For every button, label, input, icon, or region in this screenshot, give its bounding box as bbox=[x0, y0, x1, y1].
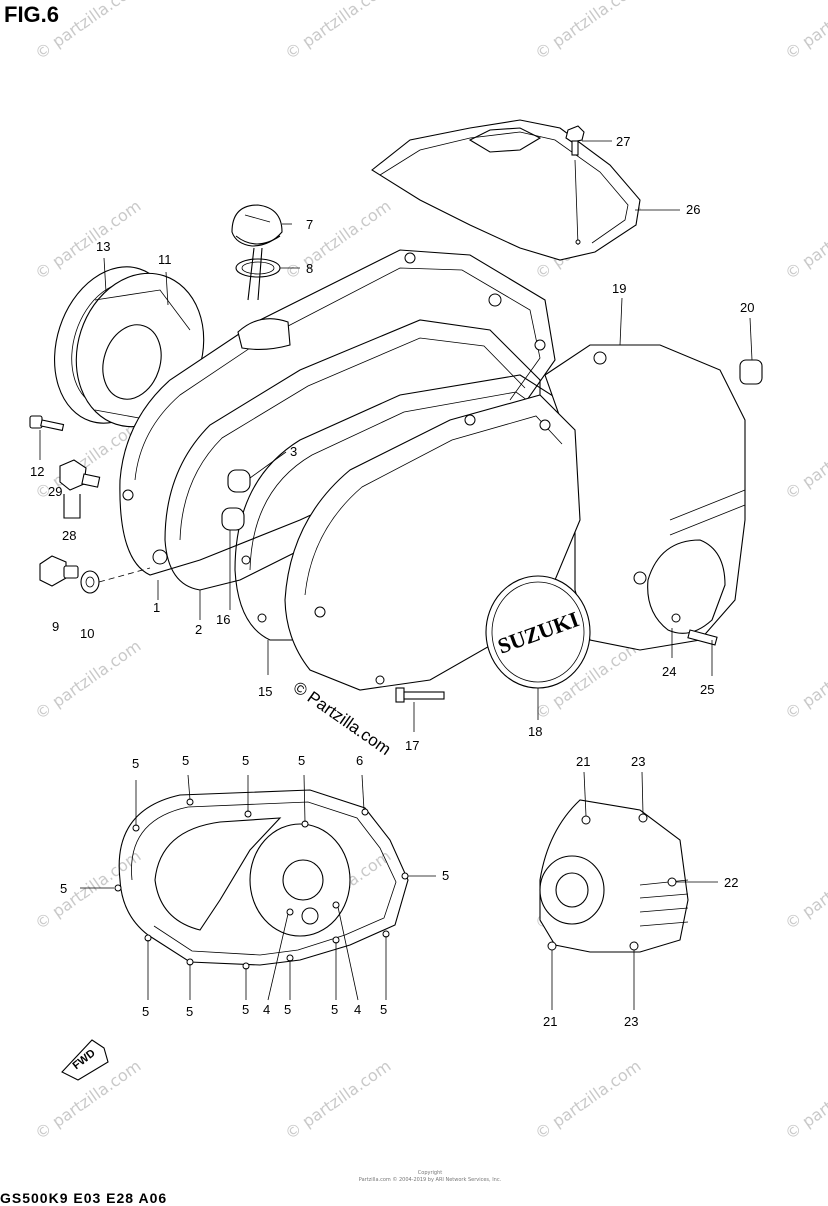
watermark: © partzilla.com bbox=[531, 0, 644, 63]
callouts: 27 26 7 8 13 11 19 20 12 3 29 28 9 10 1 … bbox=[30, 134, 754, 1029]
callout-11: 11 bbox=[158, 252, 172, 267]
callout-8: 8 bbox=[306, 261, 313, 276]
center-watermark: © Partzilla.com bbox=[290, 678, 395, 759]
suzuki-badge: SUZUKI bbox=[485, 575, 591, 689]
callout-27: 27 bbox=[616, 134, 630, 149]
watermark: © partzilla.com bbox=[531, 1056, 644, 1143]
part-29-switch bbox=[59, 459, 101, 491]
copyright-line-1: Copyright bbox=[417, 1170, 443, 1176]
callout-23: 23 bbox=[631, 754, 645, 769]
callout-19: 19 bbox=[612, 281, 626, 296]
callout-20: 20 bbox=[740, 300, 754, 315]
part-16-dowel bbox=[221, 507, 245, 531]
callout-5: 5 bbox=[380, 1002, 387, 1017]
part-27-bolt bbox=[565, 125, 585, 156]
callout-4: 4 bbox=[354, 1002, 361, 1017]
callout-28: 28 bbox=[62, 528, 76, 543]
callout-5: 5 bbox=[242, 1002, 249, 1017]
callout-3: 3 bbox=[290, 444, 297, 459]
callout-5: 5 bbox=[284, 1002, 291, 1017]
callout-10: 10 bbox=[80, 626, 94, 641]
part-9-drain-plug bbox=[39, 555, 79, 587]
callout-16: 16 bbox=[216, 612, 230, 627]
callout-21: 21 bbox=[543, 1014, 557, 1029]
callout-25: 25 bbox=[700, 682, 714, 697]
callout-5: 5 bbox=[442, 868, 449, 883]
part-3-dowel bbox=[227, 469, 251, 493]
part-25-screw bbox=[687, 629, 718, 646]
callout-5: 5 bbox=[298, 753, 305, 768]
watermark: © partzilla.com bbox=[31, 846, 144, 933]
part-15-gasket bbox=[234, 374, 581, 641]
callout-5: 5 bbox=[132, 756, 139, 771]
part-12-bolt bbox=[29, 415, 65, 432]
leader-lines bbox=[39, 140, 753, 1010]
callout-5: 5 bbox=[331, 1002, 338, 1017]
callout-9: 9 bbox=[52, 619, 59, 634]
callout-29: 29 bbox=[48, 484, 62, 499]
watermark: © partzilla.com bbox=[281, 1056, 394, 1143]
callout-5: 5 bbox=[60, 881, 67, 896]
callout-12: 12 bbox=[30, 464, 44, 479]
watermark: © partzilla.com bbox=[781, 0, 828, 63]
diagram-code: GS500K9 E03 E28 A06 bbox=[0, 1190, 168, 1206]
callout-1: 1 bbox=[153, 600, 160, 615]
watermark: © partzilla.com bbox=[781, 636, 828, 723]
part-10-washer bbox=[80, 570, 100, 594]
callout-6: 6 bbox=[356, 753, 363, 768]
watermark: © partzilla.com bbox=[781, 1056, 828, 1143]
part-7-oil-cap bbox=[231, 204, 283, 247]
callout-22: 22 bbox=[724, 875, 738, 890]
callout-5: 5 bbox=[242, 753, 249, 768]
oil-dipstick bbox=[247, 247, 263, 301]
callout-15: 15 bbox=[258, 684, 272, 699]
callout-13: 13 bbox=[96, 239, 110, 254]
watermark: © partzilla.com bbox=[781, 196, 828, 283]
callout-24: 24 bbox=[662, 664, 676, 679]
callout-21: 21 bbox=[576, 754, 590, 769]
part-1-crankcase-cover bbox=[119, 249, 556, 576]
copyright-footer: Copyright Partzilla.com © 2004-2019 by A… bbox=[355, 1170, 505, 1184]
callout-5: 5 bbox=[142, 1004, 149, 1019]
callout-7: 7 bbox=[306, 217, 313, 232]
part-6-gasket bbox=[114, 789, 409, 970]
callout-18: 18 bbox=[528, 724, 542, 739]
fwd-arrow: FWD bbox=[61, 1039, 109, 1081]
copyright-line-2: Partzilla.com © 2004-2019 by ARI Network… bbox=[358, 1177, 502, 1183]
part-17-bolt bbox=[395, 687, 445, 703]
part-21-side-cover bbox=[539, 799, 689, 953]
bracket-28 bbox=[63, 494, 81, 519]
part-20-dowel bbox=[739, 359, 763, 385]
callout-4: 4 bbox=[263, 1002, 270, 1017]
callout-23: 23 bbox=[624, 1014, 638, 1029]
watermark: © partzilla.com bbox=[781, 416, 828, 503]
callout-17: 17 bbox=[405, 738, 419, 753]
part-24-cover bbox=[647, 539, 726, 634]
part-2-gasket bbox=[164, 319, 541, 591]
watermark: © partzilla.com bbox=[781, 846, 828, 933]
callout-2: 2 bbox=[195, 622, 202, 637]
watermark: © partzilla.com bbox=[31, 636, 144, 723]
callout-26: 26 bbox=[686, 202, 700, 217]
watermark: © partzilla.com bbox=[281, 0, 394, 63]
callout-5: 5 bbox=[182, 753, 189, 768]
figure-title: FIG.6 bbox=[4, 2, 60, 27]
callout-5: 5 bbox=[186, 1004, 193, 1019]
